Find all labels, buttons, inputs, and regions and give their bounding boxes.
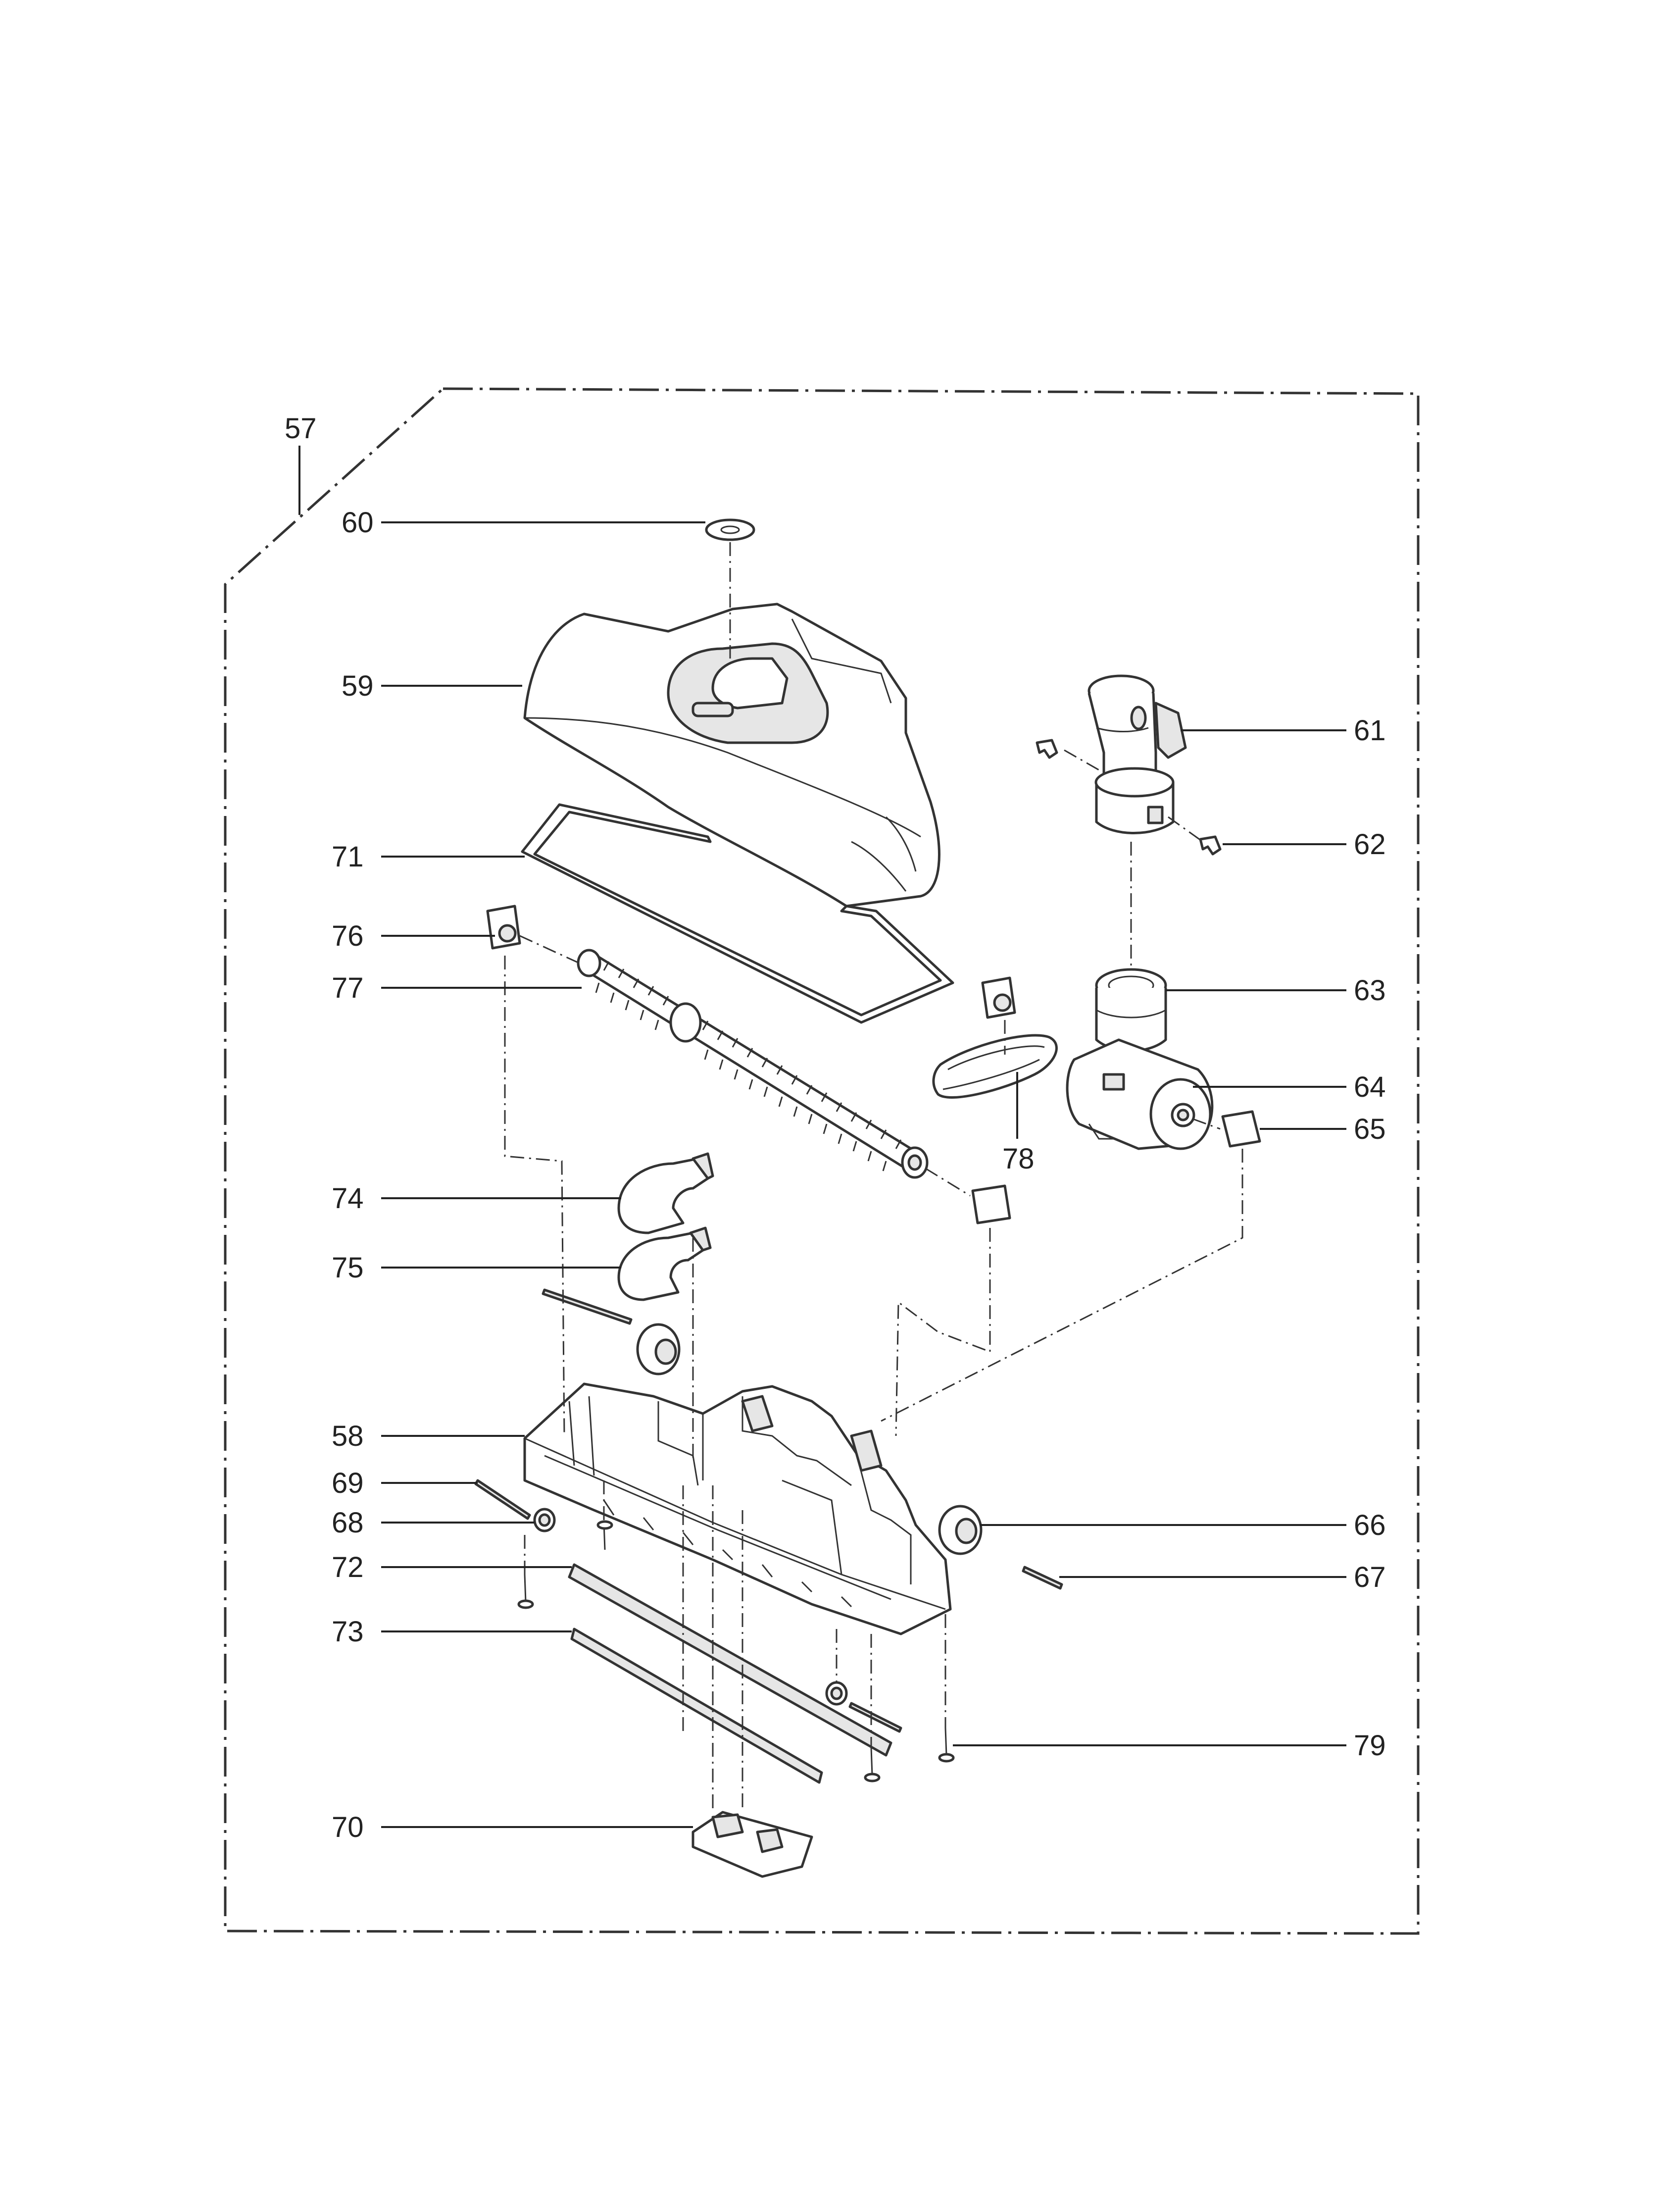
part-rod xyxy=(848,1702,902,1733)
callout-65: 65 xyxy=(1354,1113,1386,1145)
part-72-strip xyxy=(568,1563,892,1757)
callout-59: 59 xyxy=(342,670,374,702)
part-77-brush-roll xyxy=(577,949,929,1179)
part-76-end-cap xyxy=(486,905,1016,1019)
callout-68: 68 xyxy=(332,1507,364,1539)
callout-77: 77 xyxy=(332,972,364,1004)
part-68-roller xyxy=(533,1508,848,1706)
callout-57: 57 xyxy=(285,412,317,445)
part-75-brush-holder xyxy=(617,1226,712,1301)
callout-78: 78 xyxy=(1002,1143,1035,1175)
part-70-latch xyxy=(692,1811,813,1878)
callout-70: 70 xyxy=(332,1811,364,1843)
part-end-pad xyxy=(971,1184,1011,1224)
callout-74: 74 xyxy=(332,1182,364,1215)
callout-73: 73 xyxy=(332,1616,364,1648)
callout-61: 61 xyxy=(1354,714,1386,747)
part-79-screw xyxy=(517,1520,955,1782)
part-wheel xyxy=(636,1323,681,1375)
callout-72: 72 xyxy=(332,1551,364,1583)
part-61-hose-connector xyxy=(1087,674,1187,834)
assembly-boundary-frame xyxy=(224,387,1420,1935)
part-67-axle-rod xyxy=(1022,1566,1063,1590)
part-74-brush-holder xyxy=(617,1152,714,1234)
part-78-drive-belt xyxy=(932,1034,1058,1099)
callout-79: 79 xyxy=(1354,1729,1386,1762)
callout-76: 76 xyxy=(332,920,364,952)
callout-69: 69 xyxy=(332,1467,364,1499)
part-66-rear-wheel xyxy=(938,1505,983,1555)
callout-64: 64 xyxy=(1354,1071,1386,1103)
part-65-end-cap xyxy=(1221,1110,1261,1148)
callout-63: 63 xyxy=(1354,974,1386,1007)
part-73-strip xyxy=(570,1628,823,1784)
part-58-base-plate xyxy=(523,1382,952,1635)
callout-60: 60 xyxy=(342,507,374,539)
part-69-axle-rod xyxy=(474,1479,531,1520)
part-axle xyxy=(542,1288,633,1325)
part-59-upper-cover xyxy=(523,603,940,908)
part-71-gasket xyxy=(521,803,954,1024)
callout-67: 67 xyxy=(1354,1561,1386,1593)
callout-71: 71 xyxy=(332,841,364,873)
callout-58: 58 xyxy=(332,1420,364,1452)
callout-66: 66 xyxy=(1354,1509,1386,1541)
part-60-latch-knob xyxy=(705,518,755,541)
part-62-clip xyxy=(1036,739,1222,856)
assembly-guide-lines xyxy=(504,542,1243,1812)
leader-lines xyxy=(298,446,1346,1828)
part-64-pulley xyxy=(1171,1103,1195,1127)
callout-62: 62 xyxy=(1354,828,1386,861)
callout-75: 75 xyxy=(332,1252,364,1284)
